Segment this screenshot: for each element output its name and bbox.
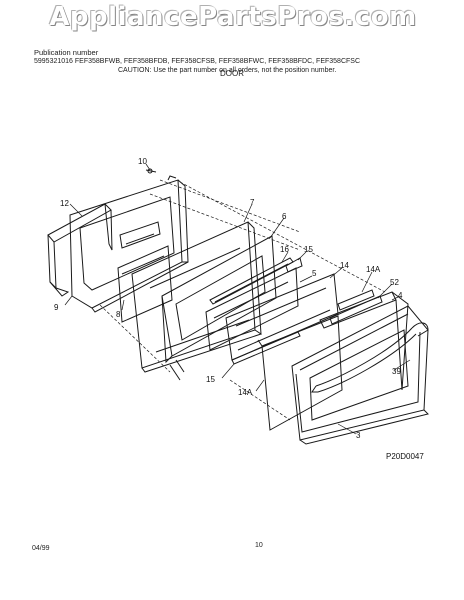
callout-14a-lower: 14A bbox=[238, 388, 253, 397]
publication-number-label: Publication number bbox=[34, 48, 99, 57]
part-15-retainer-upper bbox=[285, 257, 303, 273]
part-15-retainer-lower bbox=[231, 331, 301, 365]
callout-15-lower: 15 bbox=[206, 375, 215, 384]
part-5-inner-glass bbox=[205, 267, 299, 351]
part-14a-glass-lower bbox=[257, 315, 343, 431]
callout-7: 7 bbox=[250, 198, 255, 207]
watermark-logo: AppliancePartsPros.com bbox=[49, 2, 417, 32]
part-12-gasket bbox=[47, 203, 113, 297]
callout-8: 8 bbox=[116, 310, 121, 319]
caution-note: CAUTION: Use the part number on all orde… bbox=[118, 67, 337, 74]
part-14a-spacer-upper bbox=[337, 289, 375, 311]
callout-5: 5 bbox=[312, 269, 317, 278]
diagram-code: P20D0047 bbox=[386, 452, 424, 461]
callout-15-upper: 15 bbox=[304, 245, 313, 254]
callout-16: 16 bbox=[280, 245, 289, 254]
callout-6: 6 bbox=[282, 212, 287, 221]
callout-10: 10 bbox=[138, 157, 147, 166]
part-9-inner-liner bbox=[69, 175, 189, 313]
model-list: 5995321016 FEF358BFWB, FEF358BFDB, FEF35… bbox=[34, 58, 360, 65]
callout-12: 12 bbox=[60, 199, 69, 208]
callout-3: 3 bbox=[356, 431, 361, 440]
footer-page-number: 10 bbox=[255, 542, 263, 549]
part-10-screw bbox=[145, 168, 157, 174]
callout-52: 52 bbox=[390, 278, 399, 287]
callout-14: 14 bbox=[340, 261, 349, 270]
part-7-door-panel bbox=[131, 221, 262, 373]
part-8-insulation bbox=[117, 245, 173, 323]
callout-4: 4 bbox=[398, 291, 403, 300]
callout-39: 39 bbox=[392, 367, 401, 376]
section-title: DOOR bbox=[220, 69, 244, 78]
footer-date: 04/99 bbox=[32, 545, 50, 552]
callout-9: 9 bbox=[54, 303, 59, 312]
callout-14a-upper: 14A bbox=[366, 265, 381, 274]
part-3-outer-door bbox=[291, 305, 429, 445]
